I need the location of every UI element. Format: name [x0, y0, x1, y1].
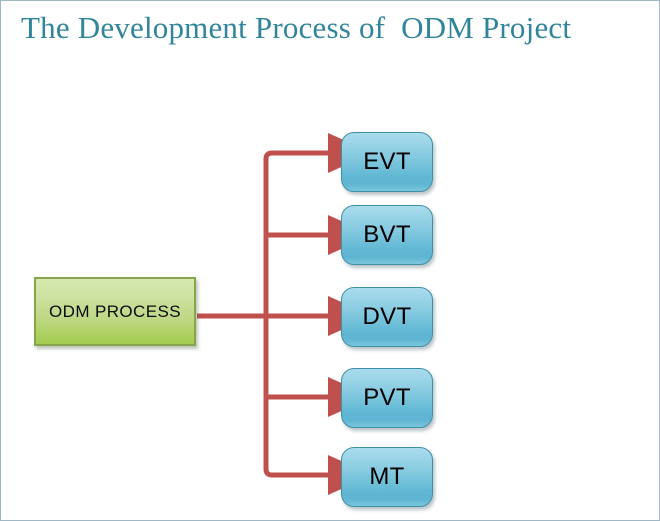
node-label-dvt: DVT — [362, 303, 412, 330]
node-evt[interactable]: EVT — [341, 132, 433, 192]
node-odm-process[interactable]: ODM PROCESS — [34, 277, 196, 346]
node-label-mt: MT — [369, 463, 405, 490]
page-title: The Development Process of ODM Project — [21, 10, 572, 45]
node-label-odm-process: ODM PROCESS — [49, 301, 181, 321]
node-pvt[interactable]: PVT — [341, 368, 433, 428]
node-dvt[interactable]: DVT — [341, 287, 433, 347]
node-label-pvt: PVT — [363, 384, 411, 411]
connector-branch-evt — [263, 133, 373, 173]
node-bvt[interactable]: BVT — [341, 205, 433, 265]
node-mt[interactable]: MT — [341, 447, 433, 507]
node-label-evt: EVT — [363, 148, 411, 175]
connector-branch-mt — [263, 455, 373, 495]
node-label-bvt: BVT — [363, 221, 411, 248]
